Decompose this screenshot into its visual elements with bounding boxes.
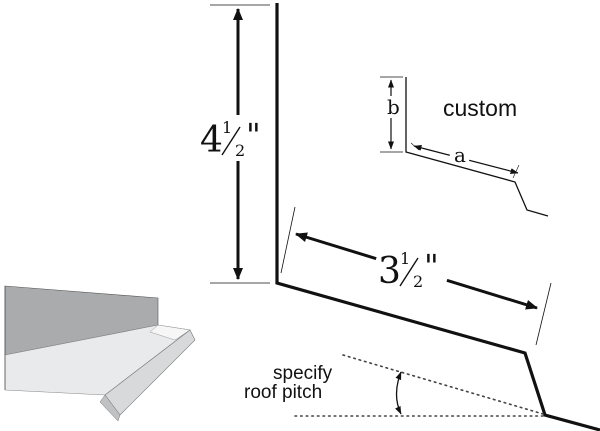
custom-inset (380, 76, 549, 217)
roof-pitch-indicator (294, 354, 544, 417)
width-label: 3 1 2 " (378, 247, 439, 292)
pitch-label-line1: specify (273, 363, 333, 384)
width-unit: " (424, 247, 439, 285)
height-frac-den: 2 (235, 141, 245, 160)
height-unit: " (246, 116, 261, 154)
width-whole: 3 (378, 251, 401, 292)
height-dimension (198, 4, 270, 284)
pitch-label-line2: roof pitch (244, 382, 322, 403)
height-whole: 4 (200, 120, 223, 161)
flashing-profile-line (275, 3, 600, 431)
height-label: 4 1 2 " (200, 116, 261, 161)
width-frac-den: 2 (413, 272, 423, 291)
dim-b-label: b (387, 95, 400, 119)
flashing-3d-render (4, 285, 196, 422)
custom-label: custom (443, 95, 517, 121)
width-frac-num: 1 (400, 249, 410, 268)
dim-a-label: a (454, 143, 466, 167)
height-frac-num: 1 (222, 118, 232, 137)
